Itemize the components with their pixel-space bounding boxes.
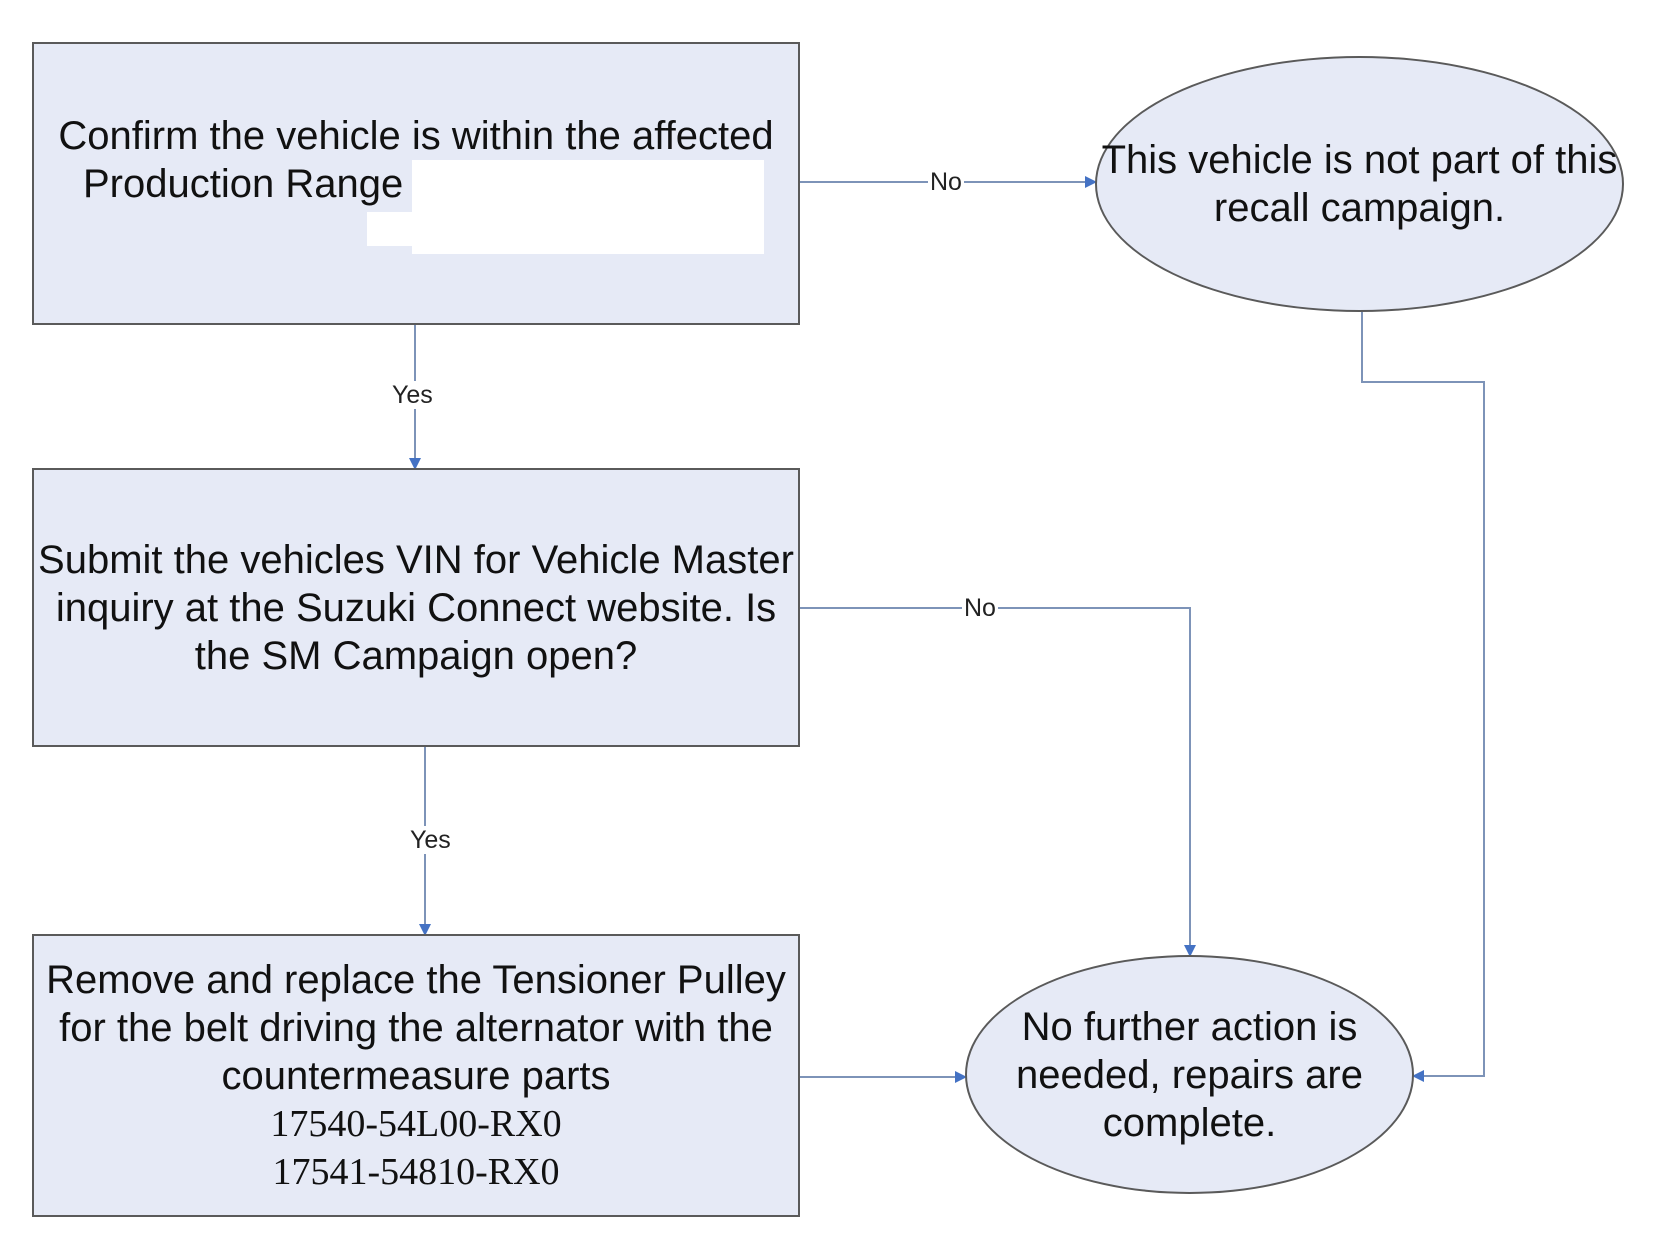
node-text-line: This vehicle is not part of this	[1101, 138, 1618, 182]
node-text-line: Submit the vehicles VIN for Vehicle Mast…	[38, 537, 794, 582]
node-text-line: countermeasure parts	[221, 1053, 611, 1098]
node-text-line: No further action is	[1021, 1004, 1358, 1049]
node-replace-tensioner-pulley: Remove and replace the Tensioner Pulley …	[32, 934, 800, 1217]
node-not-part-of-recall: This vehicle is not part of this recall …	[1095, 56, 1624, 312]
node-text-line: Production Range	[83, 162, 404, 206]
node-text-line: Confirm the vehicle is within the affect…	[58, 114, 774, 158]
node-text-line: recall campaign.	[1213, 186, 1506, 230]
redaction-block	[367, 212, 415, 246]
node-no-further-action: No further action is needed, repairs are…	[965, 955, 1414, 1194]
node-text-line: inquiry at the Suzuki Connect website. I…	[55, 585, 777, 630]
node-text-line: the SM Campaign open?	[194, 633, 638, 678]
edge-label-submit-yes: Yes	[408, 826, 453, 854]
edge-submit-no	[800, 607, 1196, 957]
edge-label-submit-no: No	[962, 594, 998, 622]
edge-label-confirm-no: No	[928, 168, 964, 196]
part-number: 17541-54810-RX0	[272, 1150, 560, 1193]
node-submit-vin: Submit the vehicles VIN for Vehicle Mast…	[32, 468, 800, 747]
part-number: 17540-54L00-RX0	[270, 1102, 562, 1145]
node-text-line: needed, repairs are	[1016, 1052, 1363, 1097]
redaction-block	[412, 160, 764, 254]
edge-notpart-done	[1361, 312, 1485, 1082]
node-text-line: complete.	[1102, 1100, 1277, 1145]
node-text-line: Remove and replace the Tensioner Pulley	[46, 957, 786, 1002]
edge-label-confirm-yes: Yes	[390, 381, 435, 409]
node-text-line: for the belt driving the alternator with…	[59, 1005, 773, 1050]
